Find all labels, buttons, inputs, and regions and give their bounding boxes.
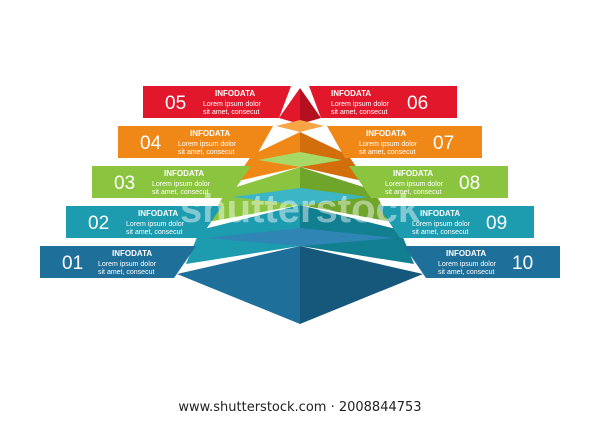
label-08-number: 08 <box>459 173 480 194</box>
label-09-line1: Lorem ipsum dolor <box>412 221 471 228</box>
label-05-line2: sit amet, consecut <box>203 109 259 116</box>
label-09-number: 09 <box>486 213 507 234</box>
label-08-title: INFODATA <box>393 169 433 178</box>
label-06-number: 06 <box>407 93 428 114</box>
label-04-number: 04 <box>140 133 162 154</box>
label-06-title: INFODATA <box>331 89 371 98</box>
label-04-title: INFODATA <box>190 129 230 138</box>
label-10-line1: Lorem ipsum dolor <box>438 261 497 268</box>
label-04-line1: Lorem ipsum dolor <box>178 141 237 148</box>
pyramid-layer-4-top <box>232 188 368 205</box>
label-06-banner <box>309 86 457 118</box>
label-03-banner <box>92 166 251 198</box>
label-04-banner <box>118 126 273 158</box>
label-07-number: 07 <box>433 133 454 154</box>
pyramid-layer-1-right <box>300 88 321 124</box>
label-05-banner <box>143 86 291 118</box>
label-04-line2: sit amet, consecut <box>178 149 234 156</box>
watermark: shutterstock <box>180 187 421 231</box>
pyramid-layer-5-top <box>205 228 395 246</box>
label-10-banner <box>404 246 560 278</box>
pyramid-layer-3-top <box>258 152 342 167</box>
label-07-line2: sit amet, consecut <box>359 149 415 156</box>
label-03-number: 03 <box>114 173 135 194</box>
pyramid-layer-2-left <box>233 132 300 182</box>
pyramid-layer-2-top <box>276 120 324 132</box>
pyramid-layer-2-right <box>300 132 367 182</box>
label-10-number: 10 <box>512 253 533 274</box>
label-09-title: INFODATA <box>420 209 460 218</box>
label-02-number: 02 <box>88 213 109 234</box>
label-01-line1: Lorem ipsum dolor <box>98 261 157 268</box>
label-01-title: INFODATA <box>112 249 152 258</box>
label-05-line1: Lorem ipsum dolor <box>203 101 262 108</box>
label-02-line1: Lorem ipsum dolor <box>126 221 185 228</box>
label-06-line2: sit amet, consecut <box>331 109 387 116</box>
left-labels: 05 INFODATA Lorem ipsum dolor sit amet, … <box>40 86 291 278</box>
label-03-title: INFODATA <box>164 169 204 178</box>
label-02-banner <box>66 206 222 238</box>
label-01-line2: sit amet, consecut <box>98 269 154 276</box>
label-03-line2: sit amet, consecut <box>152 189 208 196</box>
label-01-number: 01 <box>62 253 83 274</box>
label-10-line2: sit amet, consecut <box>438 269 494 276</box>
pyramid-layer-5-left <box>177 246 300 324</box>
label-10-title: INFODATA <box>446 249 486 258</box>
label-07-banner <box>327 126 482 158</box>
pyramid <box>177 88 423 324</box>
label-02-line2: sit amet, consecut <box>126 229 182 236</box>
label-07-title: INFODATA <box>366 129 406 138</box>
label-03-line1: Lorem ipsum dolor <box>152 181 211 188</box>
label-05-title: INFODATA <box>215 89 255 98</box>
label-05-number: 05 <box>165 93 186 114</box>
label-09-line2: sit amet, consecut <box>412 229 468 236</box>
label-09-banner <box>378 206 534 238</box>
label-08-line1: Lorem ipsum dolor <box>385 181 444 188</box>
label-08-line2: sit amet, consecut <box>385 189 441 196</box>
pyramid-layer-1-left <box>279 88 300 124</box>
label-07-line1: Lorem ipsum dolor <box>359 141 418 148</box>
label-02-title: INFODATA <box>138 209 178 218</box>
label-08-banner <box>349 166 508 198</box>
pyramid-layer-5-right <box>300 246 423 324</box>
label-01-banner <box>40 246 196 278</box>
label-06-line1: Lorem ipsum dolor <box>331 101 390 108</box>
right-labels: INFODATA Lorem ipsum dolor sit amet, con… <box>309 86 560 278</box>
footer-credit: www.shutterstock.com · 2008844753 <box>0 400 600 418</box>
